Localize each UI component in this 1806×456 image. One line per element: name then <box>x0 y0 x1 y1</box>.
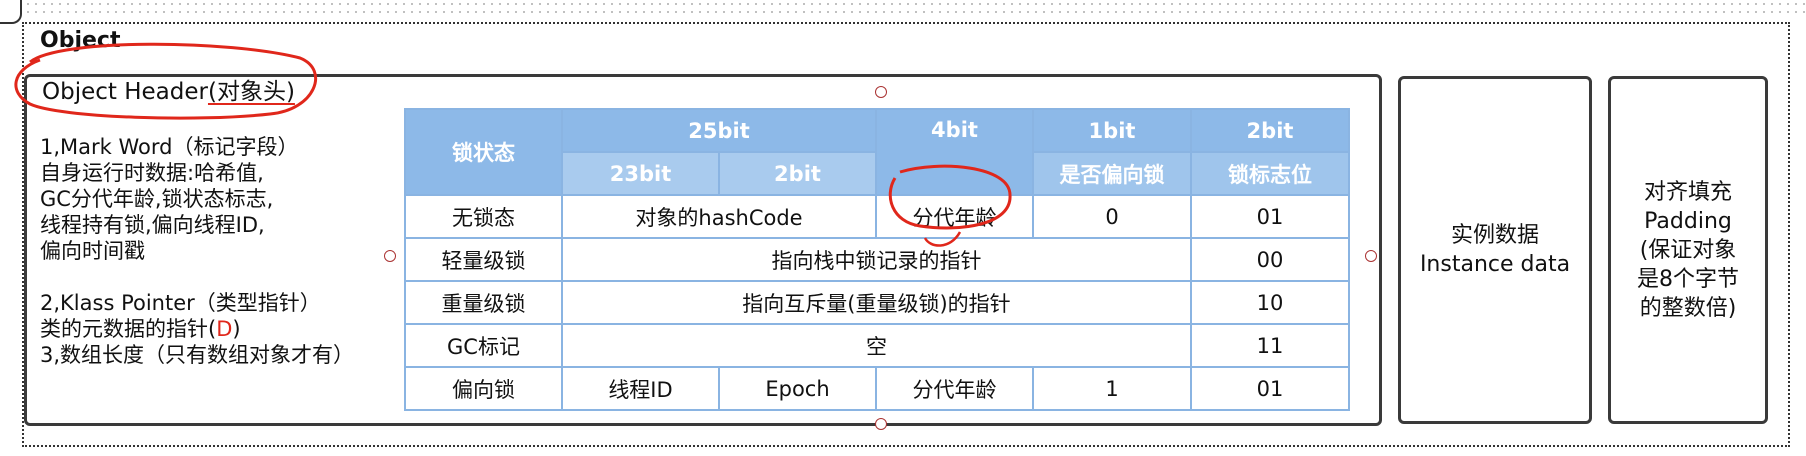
padding-line: 对齐填充 <box>1643 179 1732 205</box>
col-4bit: 4bit <box>875 108 1034 196</box>
cell-state: 偏向锁 <box>404 366 563 411</box>
cell-hashcode: 对象的hashCode <box>561 194 877 239</box>
object-header-title-cn: (对象头) <box>207 79 295 105</box>
instance-data-text: 实例数据 Instance data <box>1420 221 1570 279</box>
cell-flag: 11 <box>1190 323 1350 368</box>
sub-lock-flag: 锁标志位 <box>1190 151 1350 196</box>
sub-biased-lock: 是否偏向锁 <box>1032 151 1192 196</box>
red-arrow-stroke <box>923 231 962 247</box>
cell-pointer: 指向栈中锁记录的指针 <box>561 237 1192 282</box>
cell-flag: 01 <box>1190 194 1350 239</box>
col-1bit: 1bit <box>1032 108 1192 153</box>
cell-biased: 1 <box>1032 366 1192 411</box>
cell-state: 无锁态 <box>404 194 563 239</box>
klass-pointer-desc: 类的元数据的指针(D) <box>40 317 241 341</box>
cell-thread-id: 线程ID <box>561 366 720 411</box>
col-lock-state: 锁状态 <box>404 108 563 196</box>
sub-23bit: 23bit <box>561 151 720 196</box>
table-header-row: 锁状态 25bit 4bit 1bit 2bit <box>404 108 1350 196</box>
resize-handle-right[interactable] <box>1365 250 1377 262</box>
klass-pointer-mark: D <box>216 317 233 341</box>
cell-biased: 0 <box>1032 194 1192 239</box>
top-dotted-strip <box>0 0 1806 18</box>
mark-word-line: 偏向时间戳 <box>40 239 145 263</box>
table-row: 偏向锁 线程ID Epoch 分代年龄 1 01 <box>404 366 1350 411</box>
cell-flag: 01 <box>1190 366 1350 411</box>
cell-pointer: 指向互斥量(重量级锁)的指针 <box>561 280 1192 325</box>
col-2bit: 2bit <box>1190 108 1350 153</box>
object-header-box[interactable] <box>24 74 1382 426</box>
resize-handle-bottom[interactable] <box>875 418 887 430</box>
mark-word-line: 线程持有锁,偏向线程ID, <box>40 213 265 237</box>
cell-flag: 00 <box>1190 237 1350 282</box>
table-row: 轻量级锁 指向栈中锁记录的指针 00 <box>404 237 1350 282</box>
table-subheader-row: 23bit 2bit 是否偏向锁 锁标志位 <box>405 151 1350 196</box>
instance-data-en: Instance data <box>1419 252 1571 277</box>
object-header-title: Object Header(对象头) <box>42 72 295 106</box>
resize-handle-top[interactable] <box>875 86 887 98</box>
padding-line: 是8个字节 <box>1637 266 1739 292</box>
cell-empty: 空 <box>561 323 1192 368</box>
table-row: GC标记 空 11 <box>404 323 1350 368</box>
instance-data-cn: 实例数据 <box>1450 223 1539 248</box>
padding-line: Padding <box>1644 208 1732 234</box>
cell-epoch: Epoch <box>718 366 877 411</box>
padding-box[interactable]: 对齐填充 Padding (保证对象 是8个字节 的整数倍) <box>1608 76 1768 424</box>
object-header-title-en: Object Header <box>42 79 208 105</box>
instance-data-box[interactable]: 实例数据 Instance data <box>1398 76 1592 424</box>
mark-word-title: 1,Mark Word（标记字段） <box>40 135 299 159</box>
mark-word-table: 锁状态 25bit 4bit 1bit 2bit 23bit 2bit 是否偏向… <box>404 108 1350 411</box>
cell-flag: 10 <box>1190 280 1350 325</box>
top-left-tab <box>0 0 22 24</box>
resize-handle-left[interactable] <box>384 250 396 262</box>
padding-text: 对齐填充 Padding (保证对象 是8个字节 的整数倍) <box>1637 178 1739 323</box>
object-container[interactable] <box>22 22 1790 447</box>
cell-state: 轻量级锁 <box>404 237 563 282</box>
table-row: 重量级锁 指向互斥量(重量级锁)的指针 10 <box>404 280 1350 325</box>
red-circle-object-header <box>14 42 318 120</box>
sub-2bit: 2bit <box>718 151 877 196</box>
padding-line: (保证对象 <box>1639 237 1737 263</box>
mark-word-description: 1,Mark Word（标记字段） 自身运行时数据:哈希值, GC分代年龄,锁状… <box>40 134 354 368</box>
table-row: 无锁态 对象的hashCode 分代年龄 0 01 <box>404 194 1350 239</box>
klass-pointer-title: 2,Klass Pointer（类型指针） <box>40 291 321 315</box>
col-25bit: 25bit <box>561 108 877 153</box>
red-circle-age <box>888 164 1012 230</box>
cell-state: 重量级锁 <box>404 280 563 325</box>
cell-state: GC标记 <box>404 323 563 368</box>
cell-age: 分代年龄 <box>875 366 1034 411</box>
padding-line: 的整数倍) <box>1639 295 1737 321</box>
mark-word-line: 自身运行时数据:哈希值, <box>40 161 264 185</box>
mark-word-line: GC分代年龄,锁状态标志, <box>40 187 274 211</box>
array-length-desc: 3,数组长度（只有数组对象才有） <box>40 343 355 367</box>
